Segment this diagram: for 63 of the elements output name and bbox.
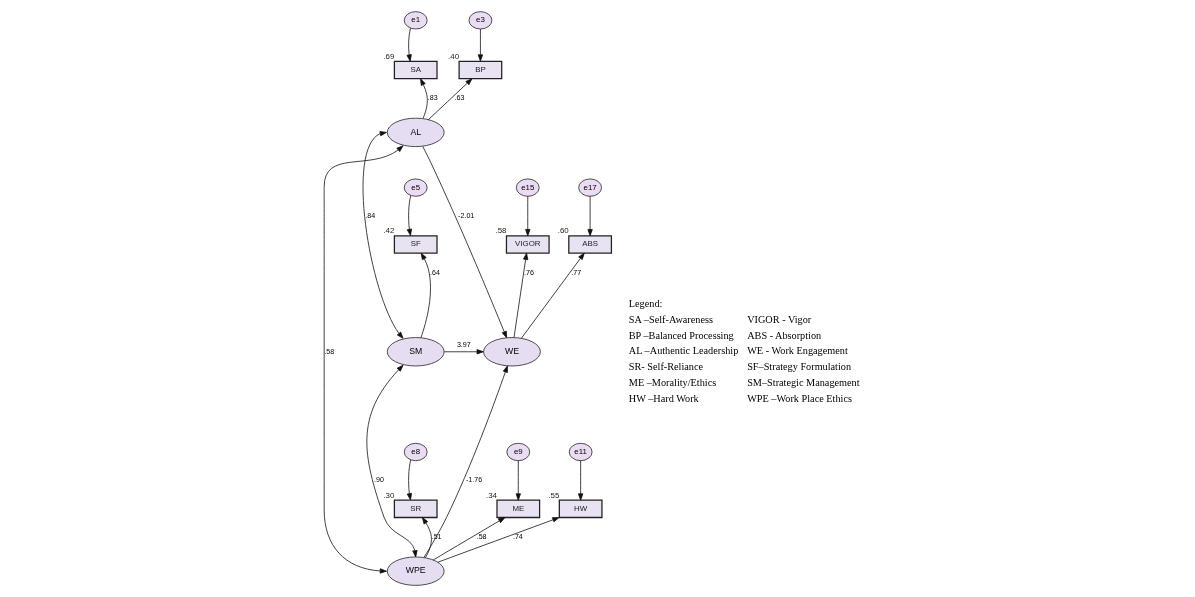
arrow	[577, 460, 583, 501]
node-label: .40	[447, 51, 459, 61]
arrow	[421, 517, 432, 558]
node-label: .34	[485, 490, 497, 500]
arrow	[406, 27, 412, 62]
arrow	[406, 459, 412, 501]
arrow	[515, 460, 521, 501]
node-label: .30	[382, 490, 394, 500]
node-ellipse: SM	[386, 337, 444, 367]
arrow	[587, 195, 593, 237]
arrow	[323, 145, 403, 574]
node-ellipse: e15	[515, 178, 540, 197]
node-box: ME	[495, 499, 540, 519]
node-ellipse: e8	[403, 442, 428, 462]
label: SR- Self-Reliance	[628, 361, 703, 373]
node-ellipse: e17	[577, 178, 602, 197]
node-ellipse: e1	[403, 11, 428, 30]
node-ellipse: e5	[403, 178, 428, 197]
arrow	[437, 517, 559, 563]
label: HW –Hard Work	[628, 392, 699, 404]
node-label: .69	[382, 51, 394, 61]
arrow	[443, 349, 484, 355]
label: Legend:	[628, 298, 662, 310]
label: WE - Work Engagement	[746, 345, 848, 357]
label: ABS - Absorption	[746, 329, 821, 341]
node-label: .55	[547, 490, 559, 500]
node-ellipse: WE	[482, 337, 541, 367]
label: ME –Morality/Ethics	[628, 377, 716, 389]
arrow	[406, 195, 412, 236]
label: WPE –Work Place Ethics	[746, 392, 852, 404]
node-ellipse: WPE	[386, 556, 444, 586]
label: VIGOR - Vigor	[746, 313, 811, 325]
label: SM–Strategic Management	[746, 377, 860, 389]
node-label: .42	[382, 226, 394, 236]
node-ellipse: AL	[386, 117, 444, 147]
node-ellipse: e11	[568, 442, 592, 462]
node-box: SA	[393, 60, 438, 80]
arrow	[362, 131, 403, 339]
arrow	[477, 28, 483, 62]
node-box: ABS	[567, 235, 612, 254]
node-box: HW	[558, 499, 603, 519]
node-label: .58	[494, 226, 506, 236]
node-box: SR	[393, 499, 438, 519]
node-ellipse: e3	[468, 11, 492, 30]
node-box: BP	[458, 60, 502, 80]
arrow	[420, 252, 431, 339]
node-box: VIGOR	[505, 235, 550, 254]
label: SF–Strategy Formulation	[746, 361, 851, 373]
arrow	[423, 365, 508, 558]
node-ellipse: e9	[505, 442, 530, 462]
arrow	[419, 78, 428, 119]
label: BP –Balanced Processing	[628, 329, 734, 341]
arrow	[421, 146, 507, 339]
arrow	[524, 195, 530, 237]
arrow	[513, 252, 528, 338]
node-label: .60	[557, 226, 569, 236]
node-box: SF	[393, 235, 438, 254]
arrow	[520, 252, 585, 339]
label: SA –Self-Awareness	[628, 313, 713, 325]
label: AL –Authentic Leadership	[628, 345, 738, 357]
arrow	[427, 78, 472, 121]
arrow	[432, 517, 505, 561]
arrow	[366, 364, 418, 558]
